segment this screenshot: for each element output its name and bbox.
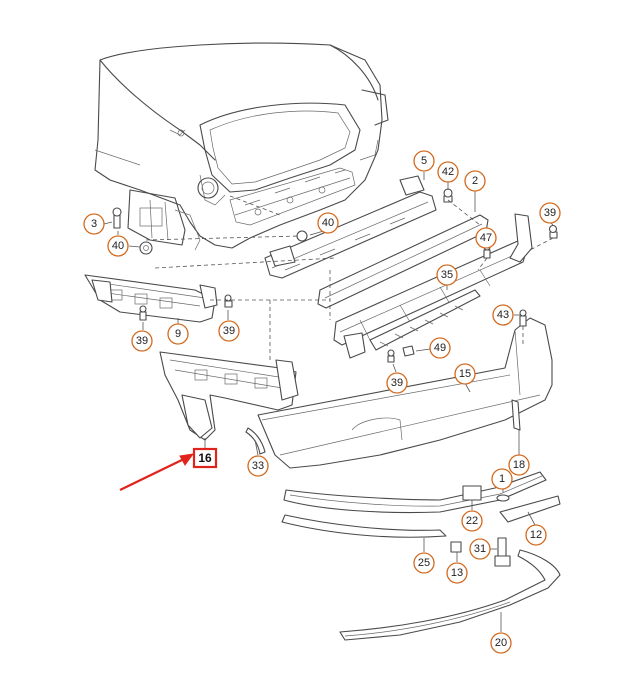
svg-text:35: 35 [441, 269, 453, 281]
bumper-reinforcement [264, 175, 437, 279]
svg-text:39: 39 [391, 377, 403, 389]
mounting-strip [369, 289, 481, 351]
callout-20: 20 [490, 632, 512, 654]
svg-text:9: 9 [175, 328, 181, 340]
callout-40-center: 40 [317, 212, 339, 234]
side-guide [511, 399, 521, 431]
callout-1: 1 [491, 468, 513, 490]
callout-43: 43 [492, 304, 514, 326]
lower-trim [281, 514, 447, 538]
svg-text:43: 43 [497, 309, 509, 321]
side-bracket-lower [159, 351, 299, 441]
svg-text:15: 15 [459, 368, 471, 380]
callout-39-bracket-left: 39 [131, 330, 153, 352]
svg-text:2: 2 [472, 175, 478, 187]
svg-text:31: 31 [474, 543, 486, 555]
svg-text:1: 1 [499, 473, 505, 485]
svg-text:3: 3 [91, 218, 97, 230]
svg-text:42: 42 [442, 166, 454, 178]
svg-text:12: 12 [530, 529, 542, 541]
diffuser [339, 549, 561, 641]
svg-text:39: 39 [223, 325, 235, 337]
callout-49: 49 [429, 337, 451, 359]
callout-42: 42 [437, 161, 459, 183]
svg-text:33: 33 [252, 460, 264, 472]
svg-text:39: 39 [544, 207, 556, 219]
callout-39-lower: 39 [386, 372, 408, 394]
svg-text:39: 39 [136, 335, 148, 347]
callout-5: 5 [413, 150, 435, 172]
car-body [94, 42, 389, 251]
callout-2: 2 [464, 170, 486, 192]
leader-lines [103, 172, 554, 632]
callout-47: 47 [475, 227, 497, 249]
callout-33: 33 [247, 455, 269, 477]
callout-16-highlighted: 16 [192, 447, 218, 469]
svg-text:13: 13 [451, 567, 463, 579]
callout-31: 31 [469, 538, 491, 560]
side-bracket-upper [84, 274, 218, 323]
svg-text:40: 40 [112, 240, 124, 252]
cover-plate [499, 495, 561, 523]
fasteners [112, 188, 558, 567]
callout-13: 13 [446, 562, 468, 584]
svg-text:18: 18 [513, 459, 525, 471]
svg-text:40: 40 [322, 217, 334, 229]
cap [462, 485, 482, 501]
highlight-arrow [119, 453, 195, 491]
callout-9: 9 [167, 323, 189, 345]
svg-text:49: 49 [434, 342, 446, 354]
callout-35: 35 [436, 264, 458, 286]
svg-text:22: 22 [466, 515, 478, 527]
callout-3: 3 [83, 213, 105, 235]
svg-text:5: 5 [421, 155, 427, 167]
callout-39-bracket-right: 39 [218, 320, 240, 342]
svg-text:25: 25 [418, 557, 430, 569]
callout-12: 12 [525, 524, 547, 546]
callout-22: 22 [461, 510, 483, 532]
svg-text:16: 16 [198, 451, 212, 465]
callout-18: 18 [508, 454, 530, 476]
callout-25: 25 [413, 552, 435, 574]
svg-text:20: 20 [495, 637, 507, 649]
callout-39-right: 39 [539, 202, 561, 224]
callout-40-left: 40 [107, 235, 129, 257]
callout-15: 15 [454, 363, 476, 385]
svg-text:47: 47 [480, 232, 492, 244]
